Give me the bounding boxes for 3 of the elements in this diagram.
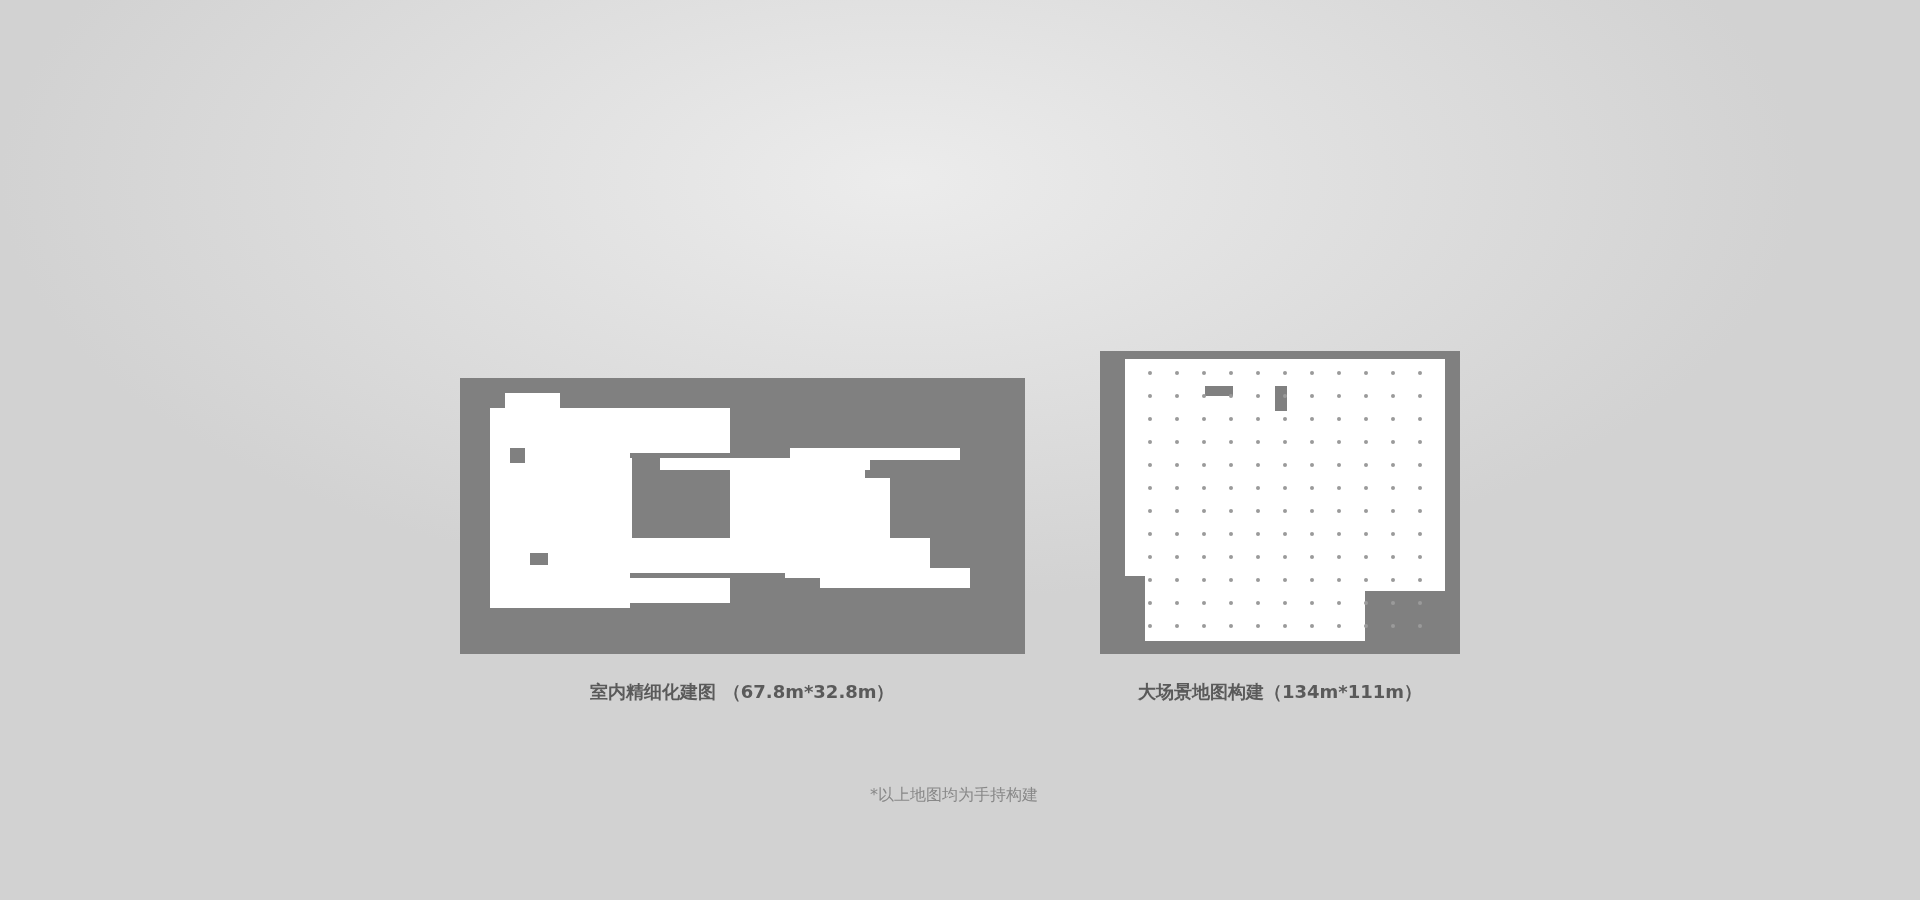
footnote: *以上地图均为手持构建 (870, 785, 1038, 806)
map-caption: 大场景地图构建（134m*111m） (1137, 680, 1423, 704)
map-caption: 室内精细化建图 （67.8m*32.8m） (590, 680, 895, 704)
